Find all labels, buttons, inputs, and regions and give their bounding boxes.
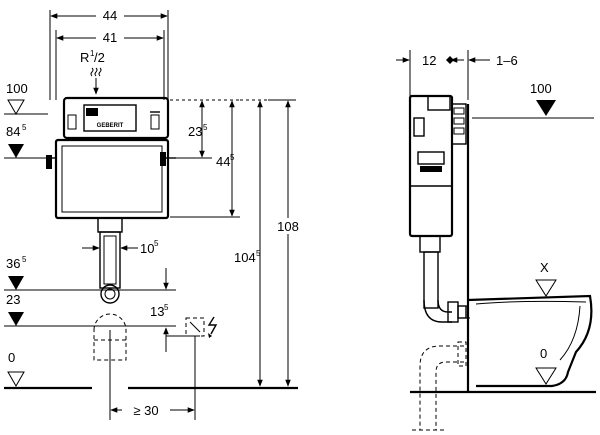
dim-44-width: 44 [49,8,169,100]
level-23-front: 23 [4,292,176,327]
pipe-r-rest: /2 [94,50,105,65]
dim-23-vertical: 23 5 [170,99,212,159]
brand-label: GEBERIT [97,123,124,129]
flush-pipe-side [423,251,467,323]
dim-104-sup: 5 [256,249,261,258]
cistern-frame: GEBERIT [62,96,170,140]
toilet-bowl-side [465,294,593,388]
dim-108-label: 108 [277,219,299,234]
dim-44-label: 44 [103,8,117,23]
lvl-100-label: 100 [6,81,28,96]
level-0-front: 0 [4,350,298,390]
dim-44b-vertical: 44 5 [170,99,240,218]
dim-41-label: 41 [103,30,117,45]
lvl-23-label: 23 [6,292,20,307]
dim-44b-label: 44 [216,154,230,169]
dim-30-label: ≥ 30 [133,403,158,418]
side-lvl-0-label: 0 [540,346,547,361]
electrical-socket [185,316,218,338]
dim-104-vertical: 104 5 [234,99,268,387]
cistern-tank [46,138,176,220]
dim-10-horizontal: 10 5 [82,239,159,256]
water-supply-label: R 1 /2 [80,49,105,95]
lvl-84-label: 84 [6,124,20,139]
dim-23-label: 23 [188,124,202,139]
dim-12-label: 12 [422,53,436,68]
drain-elbow-dashed [412,341,467,431]
dim-41-width: 41 [55,30,165,100]
lvl-36-label: 36 [6,256,20,271]
dim-44b-sup: 5 [230,153,235,162]
dim-1-6-horizontal: 1–6 [467,50,518,100]
dim-13-label: 13 [150,304,164,319]
side-lvl-x-label: X [540,260,549,275]
level-100-front: 100 [4,81,48,116]
dim-30-horizontal: ≥ 30 [109,330,196,420]
lvl-0-label: 0 [8,350,15,365]
level-x-side: X [535,260,557,297]
side-view: 12 1–6 100 [396,50,596,431]
dim-12-horizontal: 12 [396,50,464,100]
level-0-side: 0 [535,346,557,385]
side-lvl-100-label: 100 [530,81,552,96]
dim-13-sup: 5 [164,303,169,312]
level-84-front: 84 5 [4,123,48,159]
front-view: 44 41 R 1 /2 GEBERIT [4,8,302,420]
dim-10-label: 10 [140,241,154,256]
dim-108-vertical: 108 [268,99,302,387]
lvl-36-sup: 5 [22,255,27,264]
dim-10-sup: 5 [154,239,159,248]
dim-1-6-label: 1–6 [496,53,518,68]
dim-13-vertical: 13 5 [150,268,200,352]
pipe-r-sup: 1 [90,49,95,58]
level-36-front: 36 5 [4,255,176,291]
cistern-side [408,94,467,253]
flush-pipe [97,217,123,304]
lvl-84-sup: 5 [22,123,27,132]
dim-104-label: 104 [234,250,256,265]
wall-line [410,104,596,394]
level-100-side: 100 [472,81,594,119]
dim-23-sup: 5 [203,123,208,132]
pipe-r-label: R [80,50,89,65]
